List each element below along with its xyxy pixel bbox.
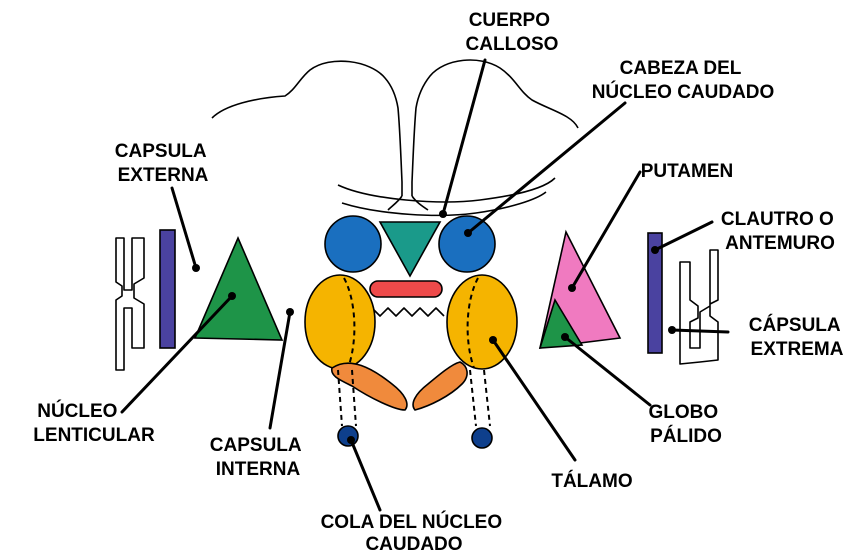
left-lenticular-nucleus xyxy=(195,238,282,340)
label-cabeza-nucleo-caudado: CABEZA DEL NÚCLEO CAUDADO xyxy=(592,58,775,103)
label-claustro: CLAUTRO O ANTEMURO xyxy=(721,209,839,254)
right-orange-structure xyxy=(413,362,467,410)
right-tail-dash-1 xyxy=(470,370,476,426)
label-putamen: PUTAMEN xyxy=(641,161,734,182)
right-insula-outline xyxy=(680,250,718,364)
left-orange-structure xyxy=(332,363,407,410)
label-capsula-interna: CAPSULA INTERNA xyxy=(210,435,306,480)
right-caudate-head xyxy=(439,216,495,272)
label-globo-palido: GLOBO PÁLIDO xyxy=(649,402,724,447)
label-cuerpo-calloso: CUERPO CALLOSO xyxy=(466,10,559,55)
third-ventricle-zigzag xyxy=(372,308,444,316)
label-nucleo-lenticular: NÚCLEO LENTICULAR xyxy=(33,400,155,446)
left-caudate-head xyxy=(325,216,381,272)
left-caudate-tail xyxy=(338,426,358,446)
left-insula-outline xyxy=(116,238,144,370)
right-tail-dash-2 xyxy=(484,370,490,426)
right-caudate-tail xyxy=(472,428,492,448)
label-capsula-extrema: CÁPSULA EXTREMA xyxy=(749,314,845,360)
corpus-callosum-triangle xyxy=(380,222,440,276)
label-cola-nucleo-caudado: COLA DEL NÚCLEO CAUDADO xyxy=(321,511,508,554)
right-thalamus xyxy=(447,275,517,369)
left-thalamus xyxy=(305,275,375,369)
cortex-outline xyxy=(212,60,578,196)
label-capsula-externa: CAPSULA EXTERNA xyxy=(115,141,211,186)
label-talamo: TÁLAMO xyxy=(551,470,632,492)
left-claustrum-bar xyxy=(160,230,175,348)
commissure xyxy=(370,281,442,297)
